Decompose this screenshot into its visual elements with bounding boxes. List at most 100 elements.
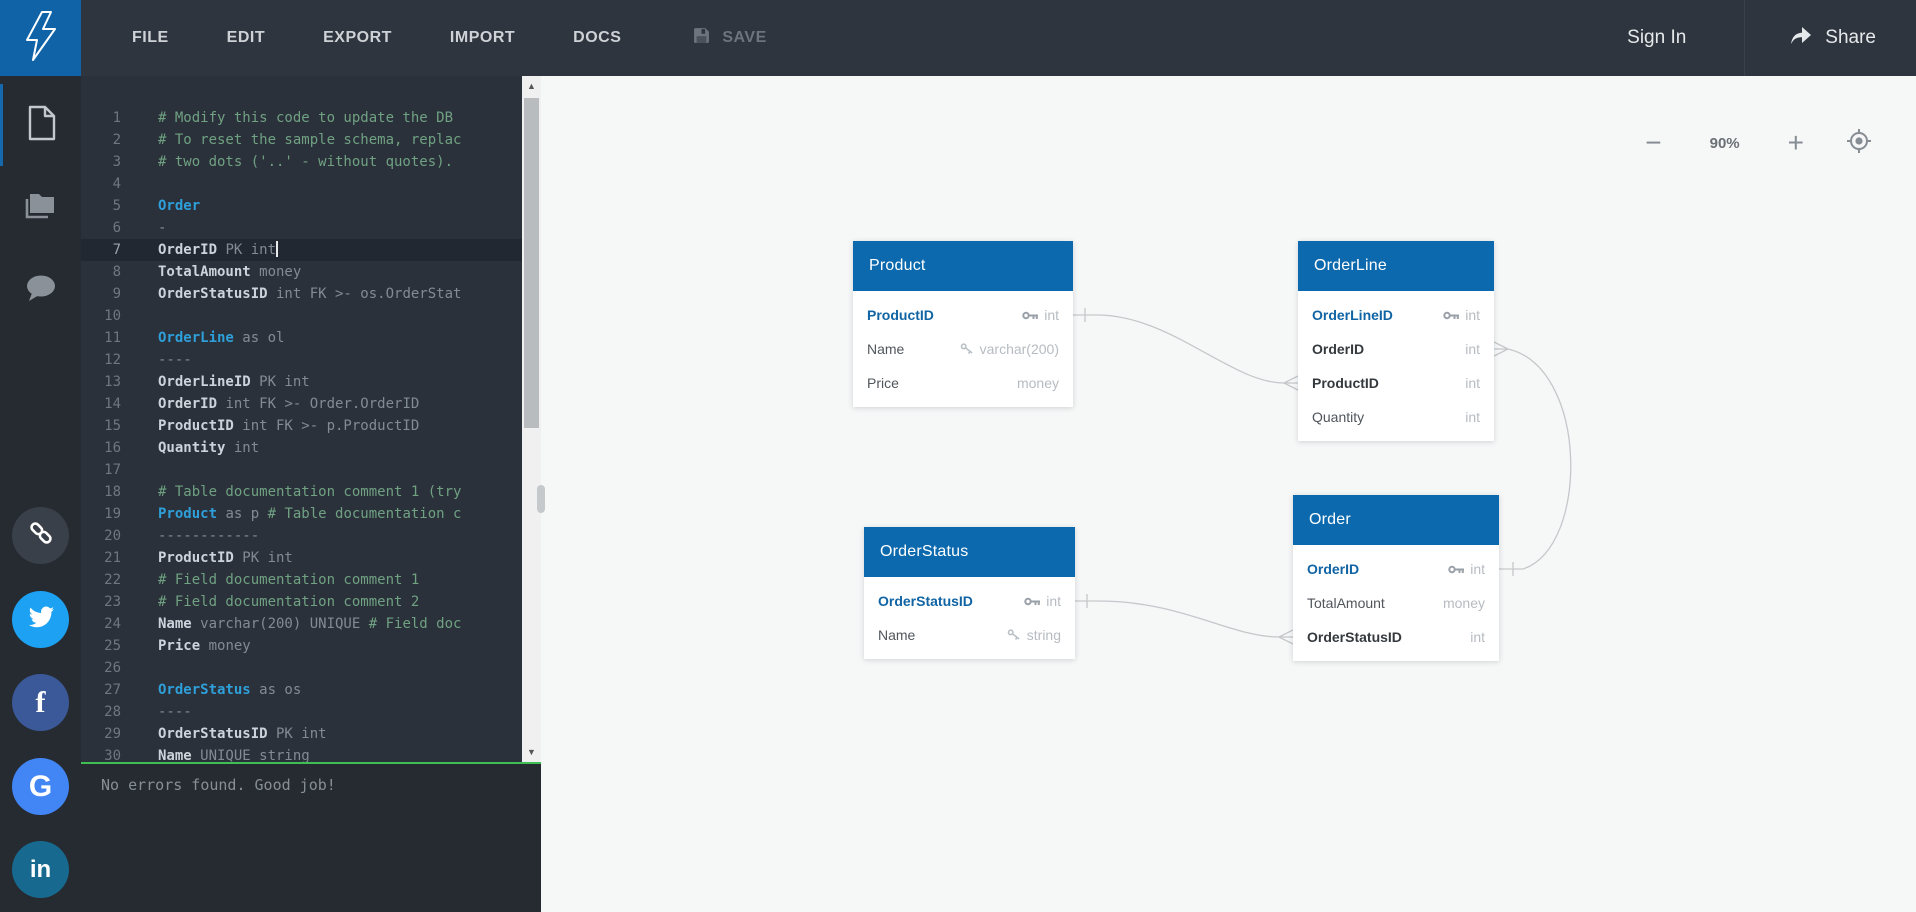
field-name: Price <box>867 375 899 391</box>
share-twitter-button[interactable] <box>12 591 69 648</box>
code-line-18: 18# Table documentation comment 1 (try <box>81 481 522 503</box>
field-type: money <box>1016 375 1059 391</box>
share-button[interactable]: Share <box>1745 25 1916 51</box>
zoom-in-button[interactable]: + <box>1787 127 1804 158</box>
field-name: ProductID <box>867 307 934 323</box>
code-line-12: 12---- <box>81 349 522 371</box>
field-name: Name <box>867 341 905 357</box>
field-type: int <box>1465 375 1480 391</box>
table-header[interactable]: Order <box>1293 495 1499 545</box>
line-code: ---- <box>158 352 192 368</box>
table-header[interactable]: Product <box>853 241 1073 291</box>
field-row-productid[interactable]: ProductID int <box>853 298 1073 332</box>
line-code: Order <box>158 198 201 214</box>
app-logo[interactable] <box>0 0 81 76</box>
share-label: Share <box>1825 27 1876 48</box>
field-type: int <box>1470 561 1485 577</box>
menu-item-edit[interactable]: EDIT <box>226 29 266 46</box>
line-number: 14 <box>104 396 121 412</box>
document-icon <box>27 105 57 146</box>
code-line-10: 10 <box>81 305 522 327</box>
sign-in-button[interactable]: Sign In <box>1627 27 1687 48</box>
line-number: 29 <box>104 726 121 742</box>
line-number: 27 <box>104 682 121 698</box>
scrollbar-thumb[interactable] <box>524 98 539 428</box>
primary-key-icon <box>1022 310 1039 321</box>
topbar-divider <box>1744 0 1746 76</box>
line-number: 22 <box>104 572 121 588</box>
zoom-out-button[interactable]: − <box>1645 127 1662 158</box>
line-number: 23 <box>104 594 121 610</box>
menu-item-import[interactable]: IMPORT <box>449 29 516 46</box>
crosshair-target-icon <box>1846 128 1872 159</box>
field-type: int <box>1470 629 1485 645</box>
editor-scrollbar[interactable]: ▲ ▼ <box>522 76 541 762</box>
menu-item-export[interactable]: EXPORT <box>323 29 392 46</box>
chat-bubble-icon <box>25 274 57 307</box>
folder-icon <box>24 191 58 226</box>
sidebar-item-folders[interactable] <box>0 167 81 249</box>
fit-to-screen-button[interactable] <box>1846 128 1872 159</box>
unique-key-icon <box>960 342 975 356</box>
table-header[interactable]: OrderLine <box>1298 241 1494 291</box>
share-google-button[interactable]: G <box>12 758 69 815</box>
line-code: Name UNIQUE string <box>158 748 310 762</box>
line-code: Price money <box>158 638 251 654</box>
line-code: OrderStatusID PK int <box>158 726 327 742</box>
panel-resize-handle[interactable] <box>537 485 545 513</box>
share-facebook-button[interactable]: f <box>12 674 69 731</box>
floppy-disk-icon <box>693 27 710 49</box>
text-cursor <box>276 241 279 257</box>
relationship-line <box>1075 600 1280 638</box>
relationship-line <box>1073 314 1285 384</box>
line-code: ProductID PK int <box>158 550 293 566</box>
table-header[interactable]: OrderStatus <box>864 527 1075 577</box>
scroll-up-button[interactable]: ▲ <box>522 76 541 96</box>
sidebar-item-comments[interactable] <box>0 249 81 331</box>
line-number: 19 <box>104 506 121 522</box>
line-number: 16 <box>104 440 121 456</box>
line-number: 8 <box>112 264 121 280</box>
code-line-30: 30 Name UNIQUE string <box>81 745 522 762</box>
code-line-4: 4 <box>81 173 522 195</box>
field-name: Quantity <box>1312 409 1365 425</box>
code-line-1: 1# Modify this code to update the DB <box>81 107 522 129</box>
line-number: 30 <box>104 748 121 762</box>
linkedin-icon: in <box>29 855 52 883</box>
field-row-price[interactable]: Price money <box>853 366 1073 400</box>
share-linkedin-button[interactable]: in <box>12 841 69 898</box>
menu-item-file[interactable]: FILE <box>132 29 169 46</box>
copy-link-button[interactable] <box>12 507 69 564</box>
field-type: int <box>1044 307 1059 323</box>
menu-item-docs[interactable]: DOCS <box>573 29 622 46</box>
save-label: SAVE <box>722 29 767 46</box>
scroll-down-button[interactable]: ▼ <box>522 742 541 762</box>
main-menu: FILE EDIT EXPORT IMPORT DOCS <box>81 29 621 47</box>
save-button[interactable]: SAVE <box>693 27 766 49</box>
sidebar-item-document[interactable] <box>0 84 81 166</box>
link-icon <box>26 518 56 553</box>
line-number: 28 <box>104 704 121 720</box>
